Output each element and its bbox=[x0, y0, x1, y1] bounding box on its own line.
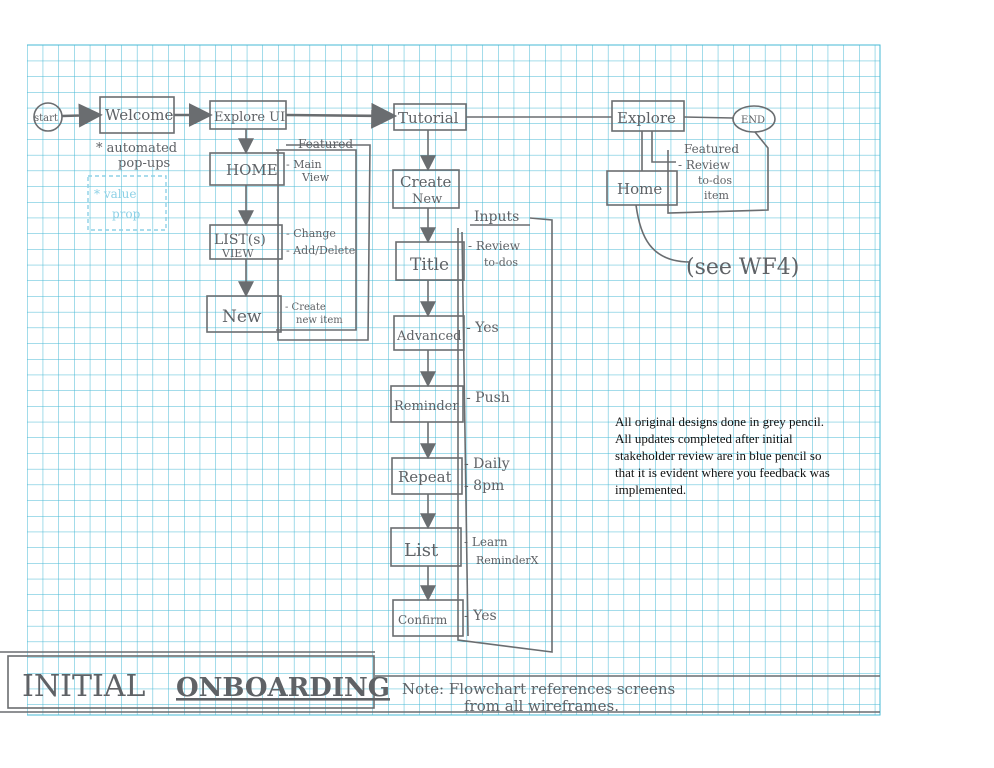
confirm-label: Confirm bbox=[398, 613, 448, 627]
review-text-1: - Review bbox=[468, 239, 521, 253]
torn-edge bbox=[27, 44, 881, 716]
col1-bracket-inner bbox=[276, 149, 357, 331]
designer-note-line-4: that it is evident where you feedback wa… bbox=[615, 465, 830, 480]
new-label: New bbox=[222, 307, 262, 327]
col1-bracket bbox=[277, 144, 371, 341]
footer-note-text-1: Note: Flowchart references screens bbox=[402, 680, 675, 698]
footer-initial-text: INITIAL bbox=[22, 669, 145, 704]
repeat-label: Repeat bbox=[398, 468, 452, 486]
yes-text-2: - Yes bbox=[464, 608, 497, 624]
explore-box bbox=[611, 100, 685, 132]
add-delete-text: - Add/Delete bbox=[286, 244, 355, 257]
tutorial-label: Tutorial bbox=[398, 109, 459, 127]
automated-text-1: * automated bbox=[96, 141, 177, 156]
footer-onboarding-text: ONBOARDING bbox=[176, 673, 390, 703]
start-node bbox=[33, 102, 63, 132]
footer-note-text-2: from all wireframes. bbox=[464, 697, 619, 715]
main-view-text-1: - Main bbox=[286, 158, 322, 171]
title-label: Title bbox=[410, 255, 449, 275]
end-node bbox=[732, 105, 776, 133]
featured-text: Featured bbox=[298, 137, 353, 151]
explore-end-line bbox=[683, 116, 734, 119]
change-text: - Change bbox=[286, 227, 336, 240]
see-wf4-text: (see WF4) bbox=[686, 255, 799, 280]
designer-note: All original designs done in grey pencil… bbox=[615, 413, 875, 498]
yes-text-1: - Yes bbox=[466, 320, 499, 336]
daily-text: - Daily bbox=[464, 456, 510, 472]
start-welcome-arrow bbox=[61, 103, 103, 128]
view-label: VIEW bbox=[221, 247, 254, 260]
start-label: start bbox=[34, 113, 58, 124]
home-see-wf4-curve bbox=[635, 204, 691, 263]
list-label: LIST(s) bbox=[214, 232, 266, 248]
create-item-text-2: new item bbox=[296, 315, 343, 326]
end-label: END bbox=[741, 115, 765, 126]
create-label: Create bbox=[400, 173, 451, 191]
eight-pm-text: - 8pm bbox=[464, 478, 504, 494]
create-new-label: New bbox=[412, 192, 442, 207]
designer-note-line-5: implemented. bbox=[615, 482, 687, 497]
welcome-label: Welcome bbox=[105, 106, 174, 124]
automated-text-2: pop-ups bbox=[118, 156, 170, 171]
right-bracket bbox=[651, 131, 769, 214]
review-todos-text-2: to-dos bbox=[698, 174, 732, 187]
review-text-2: to-dos bbox=[484, 256, 518, 269]
designer-note-line-1: All original designs done in grey pencil… bbox=[615, 414, 825, 429]
footer-title-box bbox=[7, 655, 375, 709]
review-todos-text-1: - Review bbox=[678, 158, 731, 172]
review-todos-text-3: item bbox=[704, 189, 729, 202]
grid-lines bbox=[27, 45, 880, 715]
main-view-text-2: View bbox=[301, 171, 330, 184]
advanced-label: Advanced bbox=[396, 329, 461, 344]
value-prop-box bbox=[87, 175, 167, 231]
push-text: - Push bbox=[466, 390, 510, 406]
explore-ui-label: Explore UI bbox=[214, 110, 285, 125]
create-item-text-1: - Create bbox=[285, 302, 326, 313]
value-prop-text-1: * value bbox=[94, 187, 136, 201]
learn-text-2: ReminderX bbox=[476, 554, 539, 567]
designer-note-line-2: All updates completed after initial bbox=[615, 431, 793, 446]
home2-label: Home bbox=[617, 180, 662, 198]
list-node-label: List bbox=[404, 540, 439, 561]
value-prop-text-2: prop bbox=[112, 207, 141, 221]
learn-text-1: - Learn bbox=[464, 535, 508, 549]
home-label: HOME bbox=[226, 161, 278, 179]
inputs-text: Inputs bbox=[474, 209, 519, 225]
explore-label: Explore bbox=[617, 109, 676, 127]
reminder-label: Reminder bbox=[394, 399, 459, 414]
featured2-text: Featured bbox=[684, 142, 739, 156]
explore-tutorial-arrow bbox=[285, 102, 398, 129]
designer-note-line-3: stakeholder review are in blue pencil so bbox=[615, 448, 822, 463]
col2-bracket-inner bbox=[461, 231, 469, 637]
footer-lines bbox=[0, 651, 880, 713]
col2-bracket bbox=[457, 217, 553, 653]
